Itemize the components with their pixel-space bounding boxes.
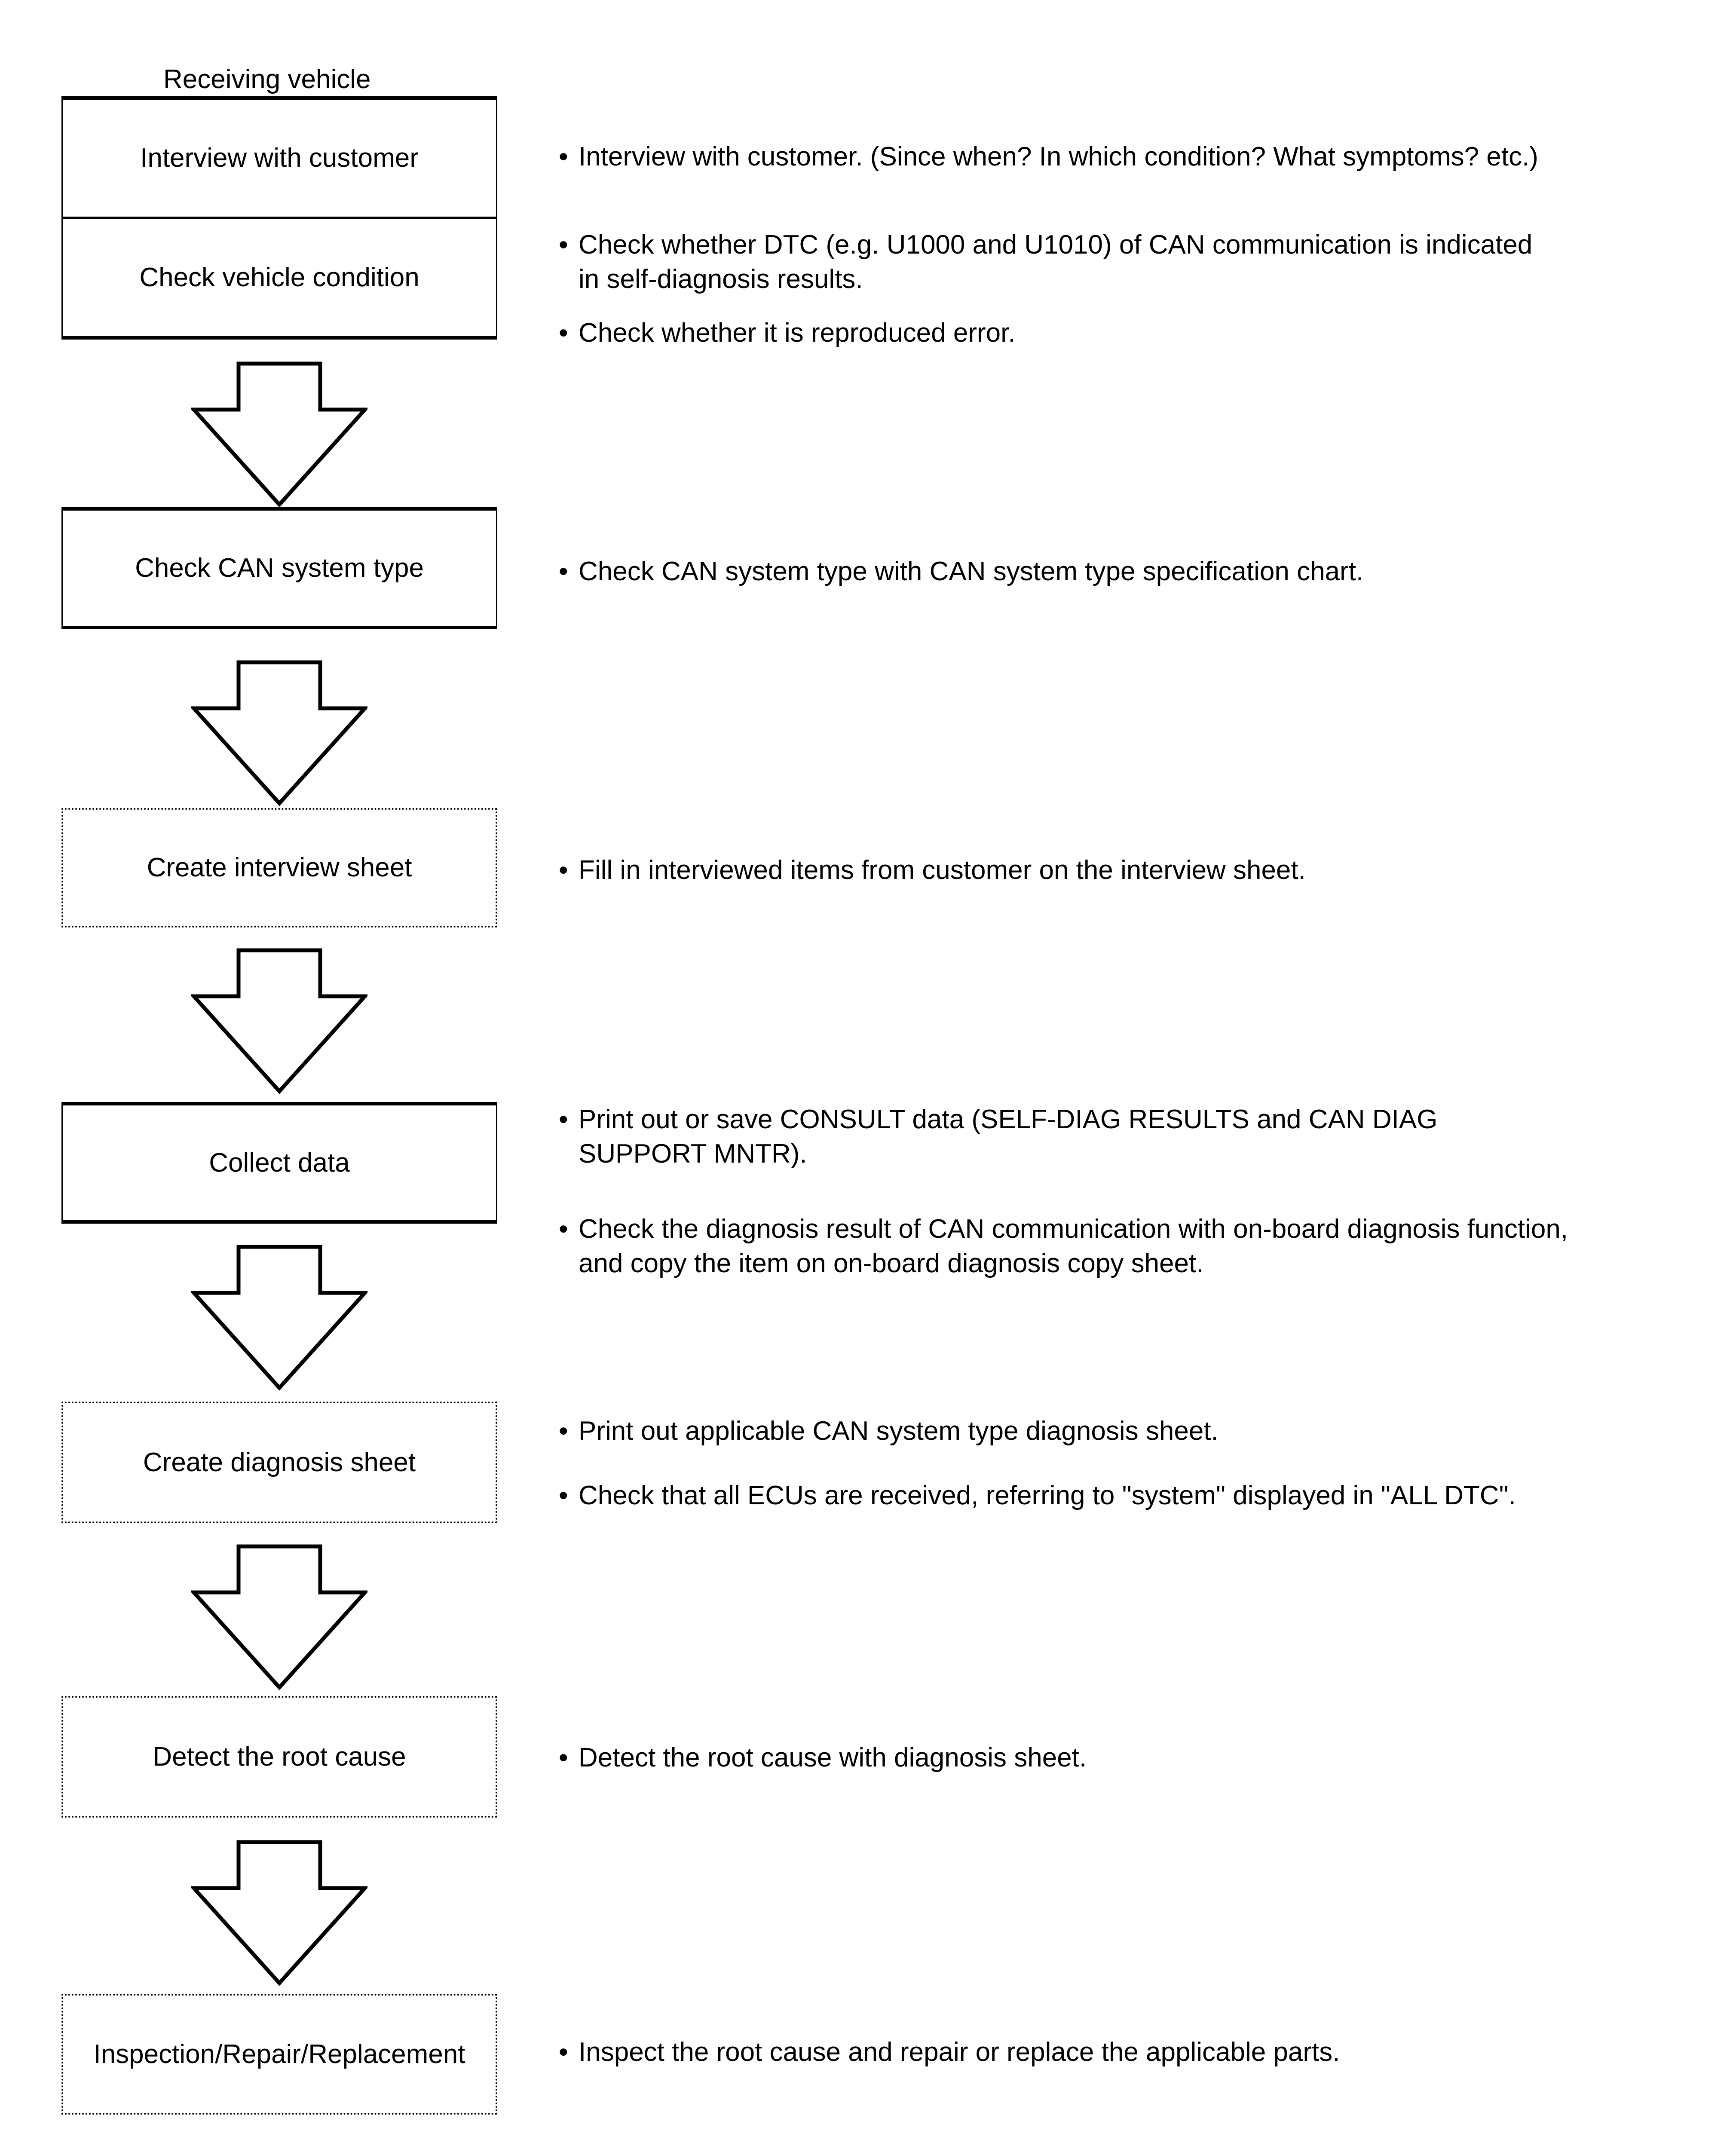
bullet-icon: • bbox=[559, 318, 568, 348]
note-reproduced-error: • Check whether it is reproduced error. bbox=[559, 316, 1016, 350]
note-interview-with-customer: • Interview with customer. (Since when? … bbox=[559, 140, 1538, 174]
step-label: Check CAN system type bbox=[135, 553, 424, 583]
bullet-icon: • bbox=[559, 230, 568, 260]
down-arrow-icon bbox=[191, 1840, 367, 1986]
flow-start-label: Receiving vehicle bbox=[163, 64, 371, 94]
note-line: Check whether DTC (e.g. U1000 and U1010)… bbox=[579, 230, 1533, 260]
bullet-icon: • bbox=[559, 1743, 568, 1772]
flow-step-interview-check-vehicle: Interview with customer Check vehicle co… bbox=[61, 96, 497, 340]
note-print-consult-data: • Print out or save CONSULT data (SELF-D… bbox=[559, 1102, 1437, 1171]
note-check-can-system-type: • Check CAN system type with CAN system … bbox=[559, 554, 1363, 589]
note-line: Print out or save CONSULT data (SELF-DIA… bbox=[579, 1105, 1438, 1134]
note-print-diagnosis-sheet: • Print out applicable CAN system type d… bbox=[559, 1414, 1219, 1448]
step-label: Collect data bbox=[209, 1148, 350, 1178]
flow-step-create-interview-sheet: Create interview sheet bbox=[61, 808, 497, 928]
note-line: in self-diagnosis results. bbox=[579, 264, 863, 294]
down-arrow-icon bbox=[191, 660, 367, 806]
step-label: Detect the root cause bbox=[153, 1742, 406, 1772]
bullet-icon: • bbox=[559, 855, 568, 885]
down-arrow-icon bbox=[191, 361, 367, 507]
step-label: Create interview sheet bbox=[147, 853, 412, 882]
flow-step-check-vehicle-condition: Check vehicle condition bbox=[63, 219, 496, 336]
note-line: and copy the item on on-board diagnosis … bbox=[579, 1249, 1204, 1278]
flow-step-detect-root-cause: Detect the root cause bbox=[61, 1696, 497, 1818]
note-fill-interview-sheet: • Fill in interviewed items from custome… bbox=[559, 853, 1306, 888]
bullet-icon: • bbox=[559, 1214, 568, 1244]
note-line: Fill in interviewed items from customer … bbox=[579, 855, 1306, 885]
step-label: Inspection/Repair/Replacement bbox=[93, 2039, 465, 2069]
note-detect-root-cause: • Detect the root cause with diagnosis s… bbox=[559, 1741, 1087, 1775]
note-line: Interview with customer. (Since when? In… bbox=[579, 142, 1538, 171]
flow-step-collect-data: Collect data bbox=[61, 1102, 497, 1224]
note-line: Inspect the root cause and repair or rep… bbox=[579, 2037, 1340, 2067]
note-line: Detect the root cause with diagnosis she… bbox=[579, 1743, 1087, 1772]
note-check-all-ecus: • Check that all ECUs are received, refe… bbox=[559, 1479, 1516, 1513]
note-line: Check whether it is reproduced error. bbox=[579, 318, 1016, 348]
bullet-icon: • bbox=[559, 1481, 568, 1510]
step-label: Check vehicle condition bbox=[139, 263, 419, 292]
step-label: Create diagnosis sheet bbox=[143, 1447, 416, 1477]
down-arrow-icon bbox=[191, 948, 367, 1094]
flow-step-create-diagnosis-sheet: Create diagnosis sheet bbox=[61, 1402, 497, 1523]
down-arrow-icon bbox=[191, 1544, 367, 1690]
note-line: Check CAN system type with CAN system ty… bbox=[579, 557, 1364, 586]
note-line: Check the diagnosis result of CAN commun… bbox=[579, 1214, 1568, 1244]
bullet-icon: • bbox=[559, 1105, 568, 1134]
note-inspect-and-repair: • Inspect the root cause and repair or r… bbox=[559, 2035, 1340, 2069]
bullet-icon: • bbox=[559, 557, 568, 586]
note-line: Check that all ECUs are received, referr… bbox=[579, 1481, 1516, 1510]
step-label: Interview with customer bbox=[140, 143, 419, 173]
note-line: SUPPORT MNTR). bbox=[579, 1139, 807, 1169]
down-arrow-icon bbox=[191, 1245, 367, 1390]
flow-step-interview-with-customer: Interview with customer bbox=[63, 100, 496, 219]
note-line: Print out applicable CAN system type dia… bbox=[579, 1416, 1219, 1446]
flow-step-inspection-repair-replacement: Inspection/Repair/Replacement bbox=[61, 1994, 497, 2115]
note-check-dtc: • Check whether DTC (e.g. U1000 and U101… bbox=[559, 228, 1532, 297]
bullet-icon: • bbox=[559, 2037, 568, 2067]
flow-step-check-can-system-type: Check CAN system type bbox=[61, 507, 497, 629]
bullet-icon: • bbox=[559, 142, 568, 171]
bullet-icon: • bbox=[559, 1416, 568, 1446]
note-onboard-diagnosis: • Check the diagnosis result of CAN comm… bbox=[559, 1212, 1568, 1281]
